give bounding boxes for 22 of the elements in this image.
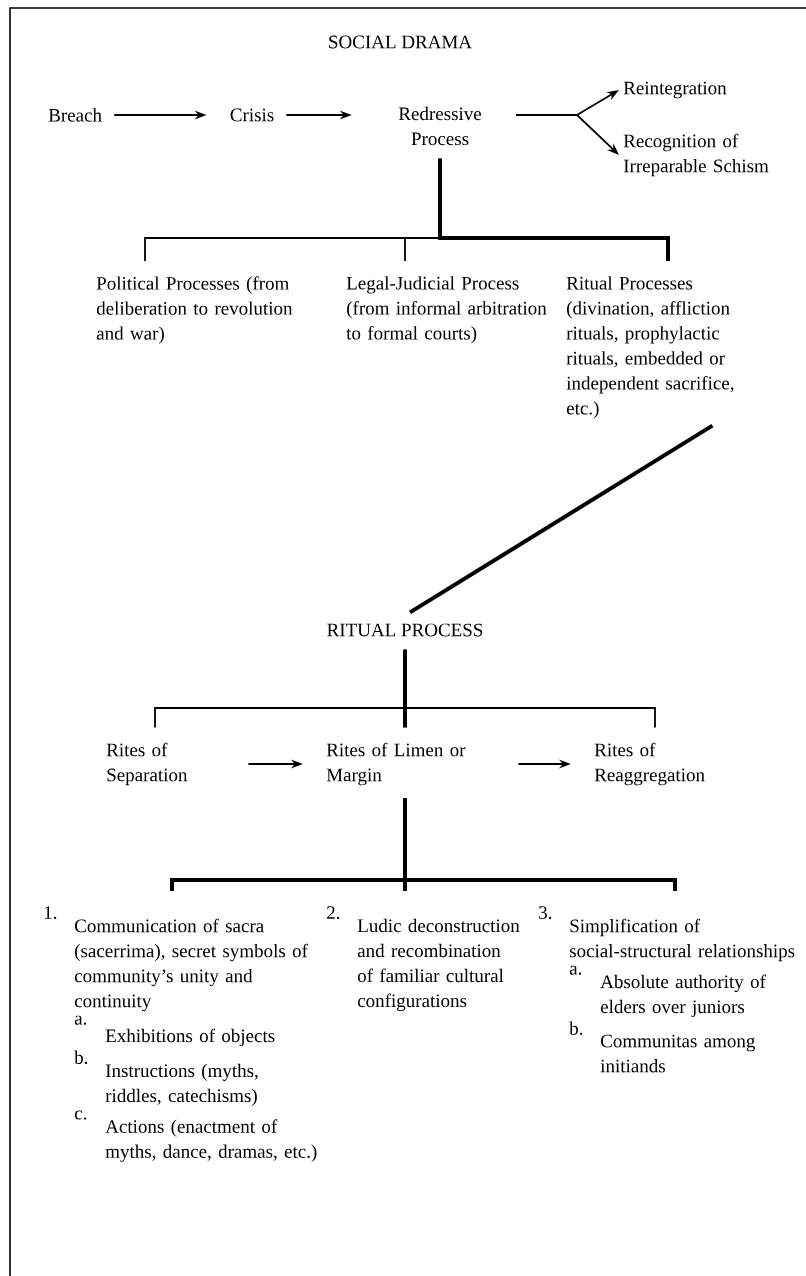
connector-line (403, 798, 677, 891)
node-label: Recognition of Irreparable Schism (623, 133, 769, 177)
node-label: Ritual Processes (divination, affliction rituals, prophylactic rituals, embedded or independent sacrifice, etc.) (566, 276, 734, 419)
node-label: Rites of Limen or Margin (326, 742, 466, 786)
list-item: 1. Communication of sacra (sacerrima), secret symbols of community’s unity and continuity a. Exhibitions of objects b. Instructions (myths, riddles, catechisms) c. Actions (enactment of myths, dance, dramas, etc.) (44, 906, 317, 1162)
list-item: 3. Simplification of social-structural relationships a. Absolute authority of elders over juniors b. Communitas among initiands (539, 906, 795, 1073)
node-label: Reintegration (623, 81, 727, 99)
node-label: Rites of Reaggregation (594, 742, 705, 786)
node-label: Legal-Judicial Process (from informal arbitration to formal courts) (346, 276, 547, 344)
title: SOCIAL DRAMA (329, 35, 472, 49)
list-item: 2. Ludic deconstruction and recombination of familiar cultural configurations (327, 906, 520, 1012)
connector-line (408, 423, 714, 615)
connector-line (438, 158, 670, 261)
node-label: Redressive Process (398, 106, 482, 146)
connector-line (403, 649, 407, 728)
node-label: Breach (48, 108, 102, 122)
connector-line (404, 648, 656, 729)
node-label: Rites of Separation (106, 742, 188, 786)
node-label: Political Processes (from deliberation to revolution and war) (96, 276, 293, 344)
node-label: Crisis (230, 108, 274, 122)
arrow (515, 114, 619, 155)
node-label: RITUAL PROCESS (327, 623, 483, 637)
